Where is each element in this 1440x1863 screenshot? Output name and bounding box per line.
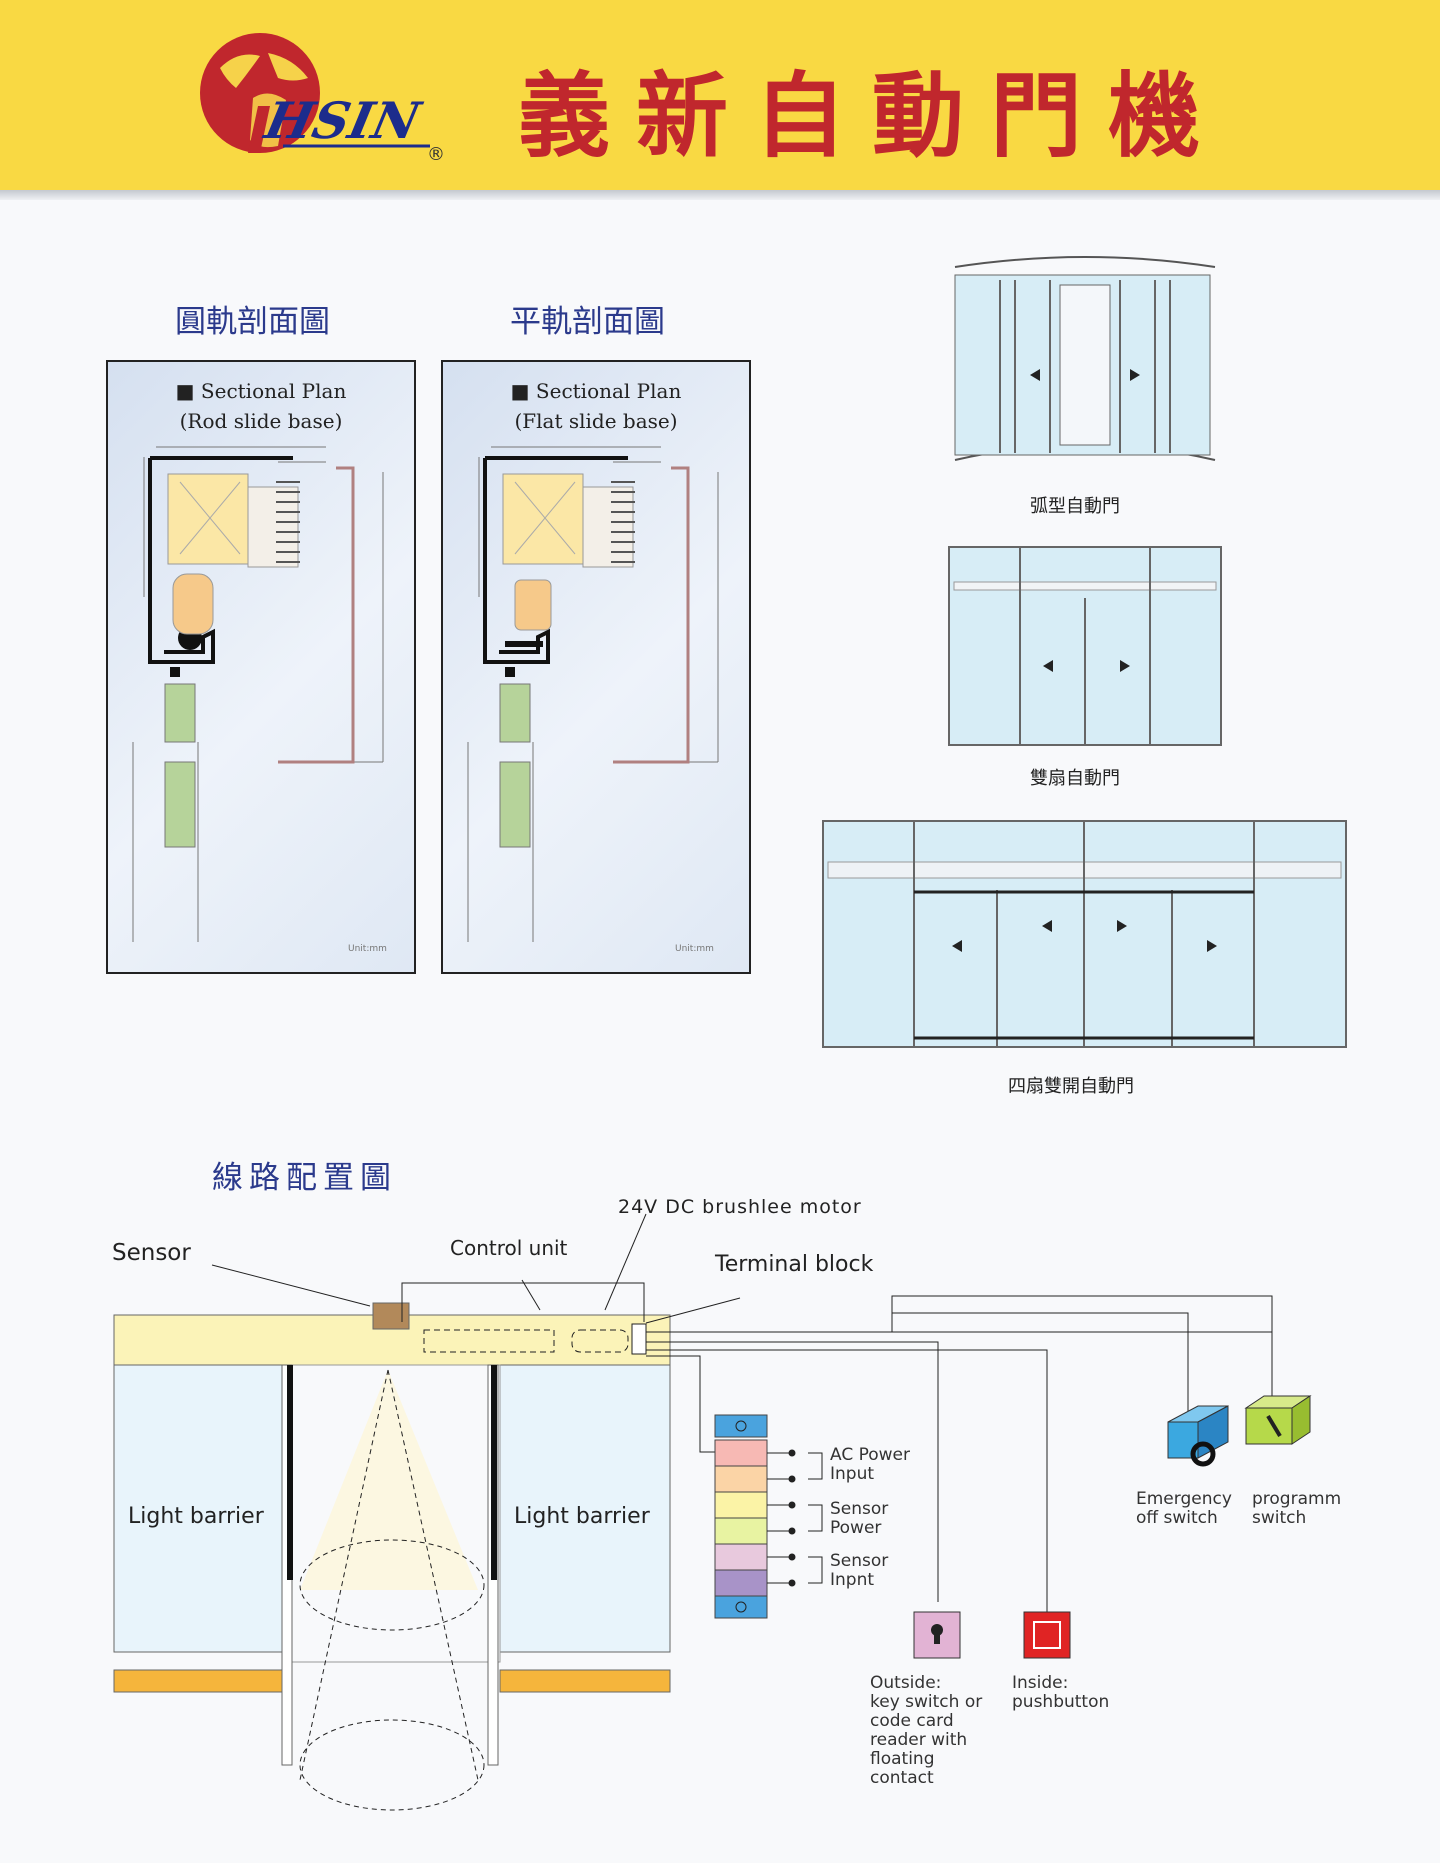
header-rule: [0, 190, 1440, 200]
panel-caption-line1: ■ Sectional Plan: [510, 379, 682, 403]
panel-caption-line1: ■ Sectional Plan: [175, 379, 347, 403]
ac-power-line1: AC Power: [830, 1445, 911, 1465]
registered-mark: ®: [427, 144, 445, 165]
sensor-power-line1: Sensor: [830, 1499, 889, 1519]
emergency-line2: off switch: [1136, 1508, 1218, 1528]
rod-sectional-panel: ■ Sectional Plan (Rod slide base) Unit:m…: [106, 360, 416, 974]
programm-switch-label: programm switch: [1252, 1490, 1341, 1528]
sensor-label: Sensor: [112, 1240, 191, 1266]
double-door-caption: 雙扇自動門: [1030, 768, 1120, 789]
outside-line3: code card: [870, 1711, 954, 1731]
light-barrier-left-label: Light barrier: [128, 1504, 264, 1529]
company-logo: HSIN: [198, 28, 448, 173]
ac-power-label: AC Power Input: [830, 1446, 910, 1484]
outside-line4: reader with: [870, 1730, 968, 1750]
outside-line5: floating: [870, 1749, 935, 1769]
emergency-line1: Emergency: [1136, 1489, 1232, 1509]
sensor-input-label: Sensor Inpnt: [830, 1552, 888, 1590]
ac-power-line2: Input: [830, 1464, 875, 1484]
light-barrier-right-label: Light barrier: [514, 1504, 650, 1529]
emergency-switch-label: Emergency off switch: [1136, 1490, 1232, 1528]
control-unit-label: Control unit: [450, 1236, 568, 1260]
sensor-input-line2: Inpnt: [830, 1570, 875, 1590]
arc-door-caption: 弧型自動門: [1030, 496, 1120, 517]
sensor-input-line1: Sensor: [830, 1551, 889, 1571]
four-panel-door-illustration: [822, 820, 1347, 1048]
panel-caption: ■ Sectional Plan (Rod slide base): [108, 376, 414, 436]
outside-line6: contact: [870, 1768, 934, 1788]
brand-title: 義新自動門機: [518, 62, 1227, 170]
outside-switch-label: Outside: key switch or code card reader …: [870, 1674, 982, 1788]
outside-line1: Outside:: [870, 1673, 942, 1693]
motor-label: 24V DC brushlee motor: [618, 1196, 862, 1218]
rod-section-title: 圓軌剖面圖: [175, 304, 330, 340]
unit-label: Unit:mm: [348, 944, 387, 954]
rod-section-drawing: [132, 446, 384, 942]
sensor-power-label: Sensor Power: [830, 1500, 888, 1538]
four-panel-door-caption: 四扇雙開自動門: [1008, 1076, 1134, 1097]
panel-caption-line2: (Rod slide base): [179, 409, 343, 433]
terminal-block-label: Terminal block: [715, 1252, 874, 1277]
programm-line2: switch: [1252, 1508, 1307, 1528]
wiring-diagram: [113, 1213, 1312, 1811]
sensor-power-line2: Power: [830, 1518, 882, 1538]
panel-caption-line2: (Flat slide base): [514, 409, 678, 433]
unit-label: Unit:mm: [675, 944, 714, 954]
logo-text: HSIN: [258, 92, 427, 150]
flat-section-title: 平軌剖面圖: [510, 304, 665, 340]
outside-line2: key switch or: [870, 1692, 983, 1712]
programm-line1: programm: [1252, 1489, 1342, 1509]
double-door-illustration: [948, 546, 1222, 746]
inside-line2: pushbutton: [1012, 1692, 1110, 1712]
flat-section-drawing: [467, 446, 719, 942]
panel-caption: ■ Sectional Plan (Flat slide base): [443, 376, 749, 436]
inside-pushbutton-label: Inside: pushbutton: [1012, 1674, 1109, 1712]
inside-line1: Inside:: [1012, 1673, 1069, 1693]
flat-sectional-panel: ■ Sectional Plan (Flat slide base) Unit:…: [441, 360, 751, 974]
wiring-section-title: 線路配置圖: [212, 1160, 397, 1196]
arc-door-illustration: [954, 256, 1216, 461]
